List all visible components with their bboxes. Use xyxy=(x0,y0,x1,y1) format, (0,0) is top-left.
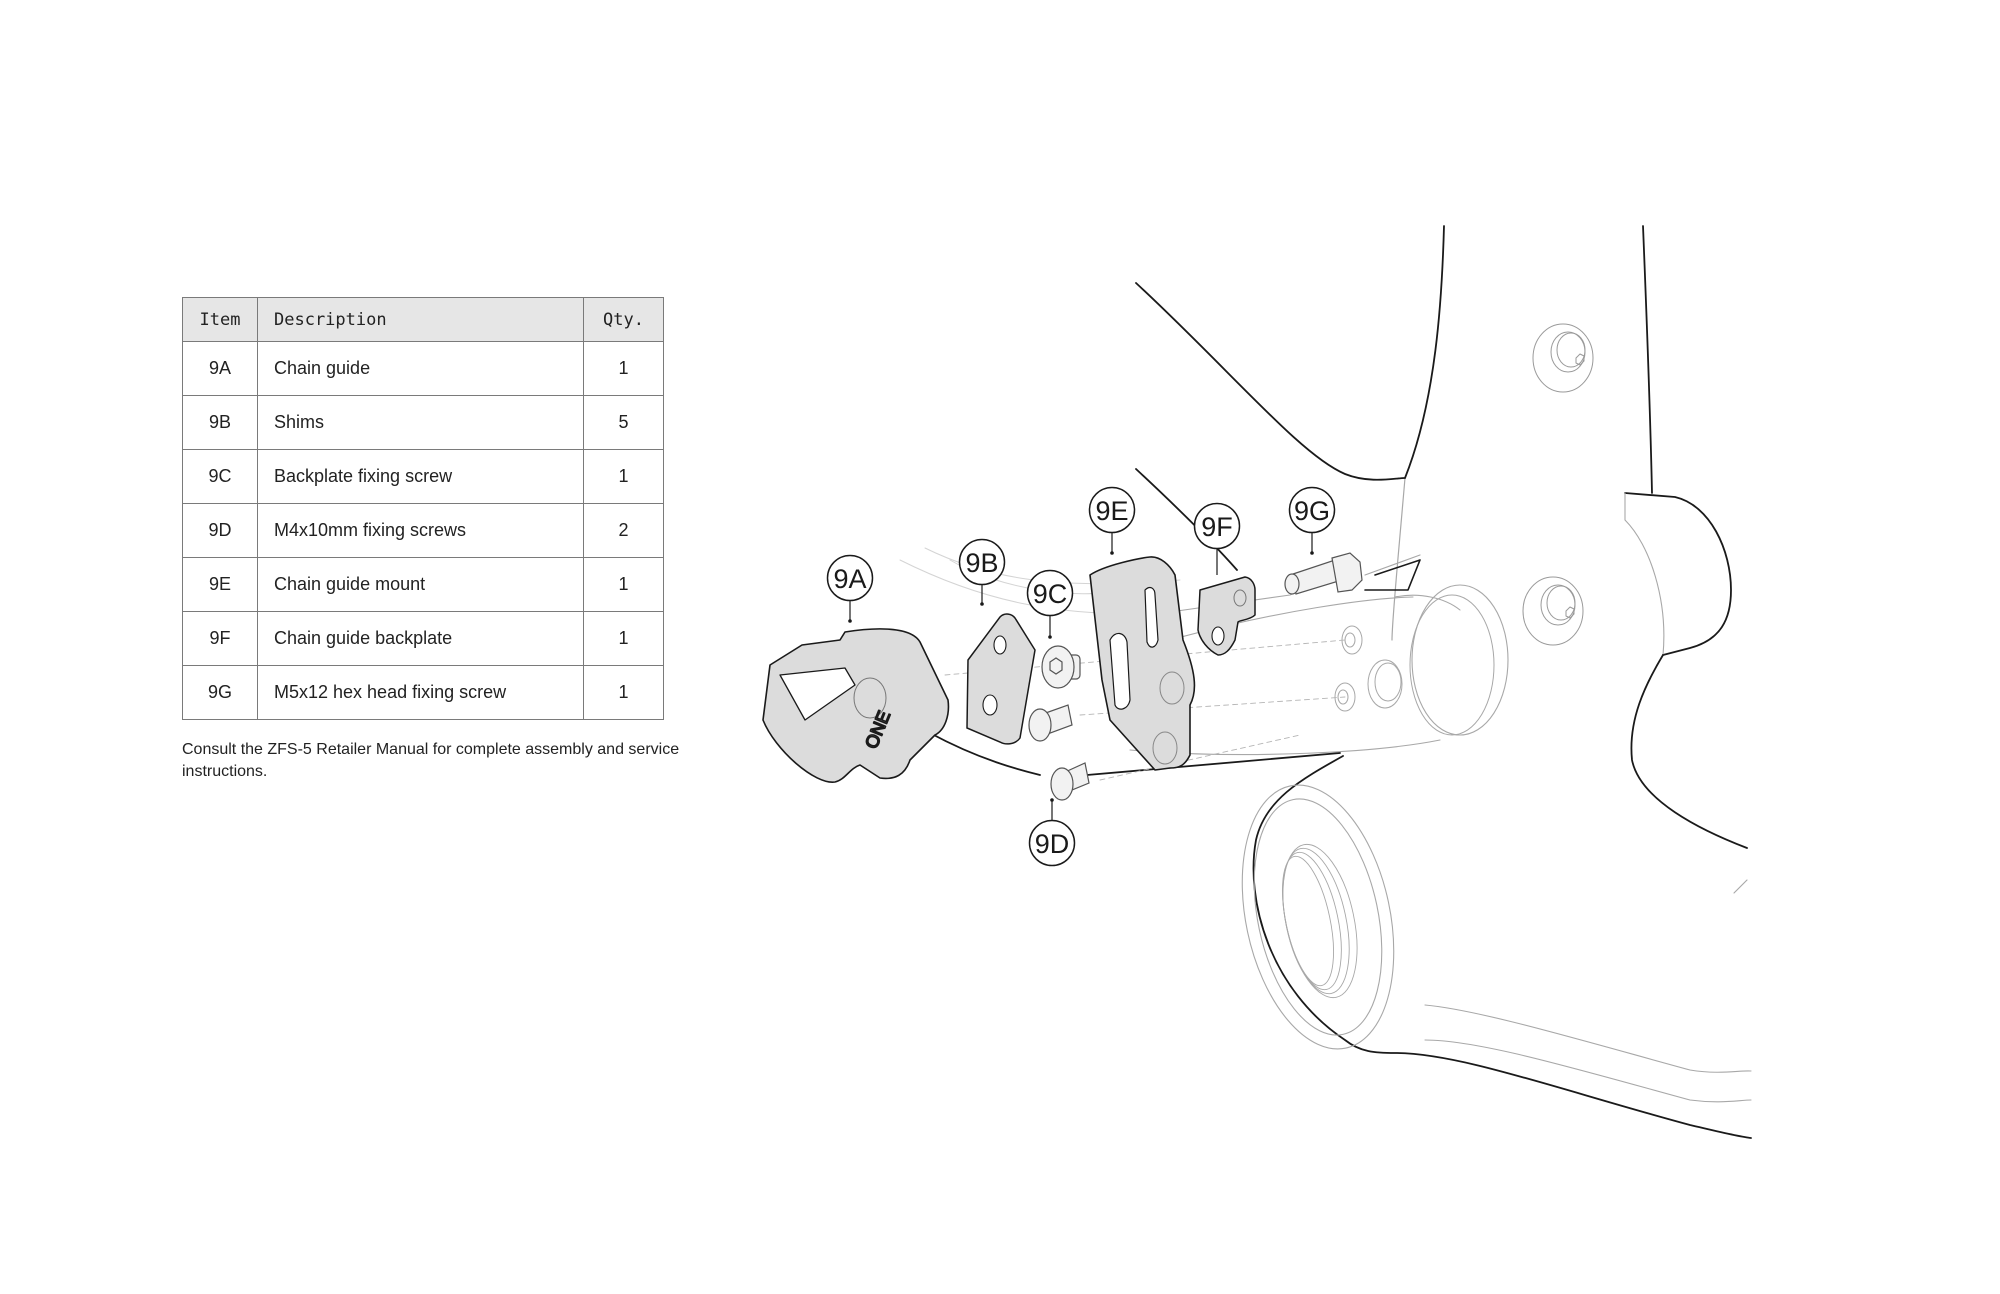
part-9b-shim xyxy=(966,613,1036,745)
column-header-qty: Qty. xyxy=(583,297,664,342)
table-row: 9F Chain guide backplate 1 xyxy=(182,611,664,666)
description-cell: Shims xyxy=(257,395,584,450)
description-cell: M4x10mm fixing screws xyxy=(257,503,584,558)
part-9f-chain-guide-backplate xyxy=(1197,576,1256,656)
description-cell: Chain guide mount xyxy=(257,557,584,612)
qty-cell: 2 xyxy=(583,503,664,558)
description-cell: M5x12 hex head fixing screw xyxy=(257,665,584,720)
table-row: 9A Chain guide 1 xyxy=(182,341,664,396)
item-cell: 9B xyxy=(182,395,258,450)
qty-cell: 1 xyxy=(583,611,664,666)
table-row: 9D M4x10mm fixing screws 2 xyxy=(182,503,664,558)
frame-bolt-icon xyxy=(1522,576,1584,646)
description-cell: Chain guide backplate xyxy=(257,611,584,666)
qty-cell: 1 xyxy=(583,341,664,396)
callout-label: 9C xyxy=(1033,579,1068,609)
item-cell: 9F xyxy=(182,611,258,666)
table-row: 9E Chain guide mount 1 xyxy=(182,557,664,612)
callout-9d[interactable]: 9D xyxy=(1028,798,1076,867)
table-header-row: Item Description Qty. xyxy=(182,297,664,342)
callout-9b[interactable]: 9B xyxy=(958,538,1006,606)
bike-frame xyxy=(899,225,1752,1139)
item-cell: 9E xyxy=(182,557,258,612)
table-row: 9B Shims 5 xyxy=(182,395,664,450)
item-cell: 9A xyxy=(182,341,258,396)
callout-9c[interactable]: 9C xyxy=(1026,569,1074,639)
callout-label: 9D xyxy=(1035,829,1070,859)
part-9e-chain-guide-mount xyxy=(1089,556,1196,771)
parts-table: Item Description Qty. 9A Chain guide 1 9… xyxy=(182,297,664,720)
column-header-description: Description xyxy=(257,297,584,342)
description-cell: Backplate fixing screw xyxy=(257,449,584,504)
callout-9e[interactable]: 9E xyxy=(1088,486,1136,555)
callout-9f[interactable]: 9F xyxy=(1193,502,1241,576)
callout-label: 9A xyxy=(833,564,866,594)
item-cell: 9G xyxy=(182,665,258,720)
part-9c-backplate-screw xyxy=(1041,645,1081,689)
footnote: Consult the ZFS-5 Retailer Manual for co… xyxy=(182,741,680,780)
callout-label: 9G xyxy=(1294,496,1330,526)
svg-text:ONE: ONE xyxy=(861,708,894,752)
qty-cell: 1 xyxy=(583,557,664,612)
part-9a-chain-guide: ONE xyxy=(762,628,950,783)
callout-9a[interactable]: 9A xyxy=(826,554,874,623)
callout-label: 9B xyxy=(965,548,998,578)
qty-cell: 5 xyxy=(583,395,664,450)
callout-label: 9F xyxy=(1201,512,1233,542)
part-9d-fixing-screw xyxy=(1028,704,1073,742)
callout-9g[interactable]: 9G xyxy=(1288,486,1336,555)
description-cell: Chain guide xyxy=(257,341,584,396)
callout-label: 9E xyxy=(1095,496,1128,526)
qty-cell: 1 xyxy=(583,665,664,720)
item-cell: 9D xyxy=(182,503,258,558)
frame-bolt-icon xyxy=(1532,323,1594,393)
part-9g-hex-head-screw xyxy=(1284,552,1363,595)
table-row: 9G M5x12 hex head fixing screw 1 xyxy=(182,665,664,720)
table-row: 9C Backplate fixing screw 1 xyxy=(182,449,664,504)
part-9d-fixing-screw xyxy=(1050,762,1090,801)
qty-cell: 1 xyxy=(583,449,664,504)
item-cell: 9C xyxy=(182,449,258,504)
column-header-item: Item xyxy=(182,297,258,342)
